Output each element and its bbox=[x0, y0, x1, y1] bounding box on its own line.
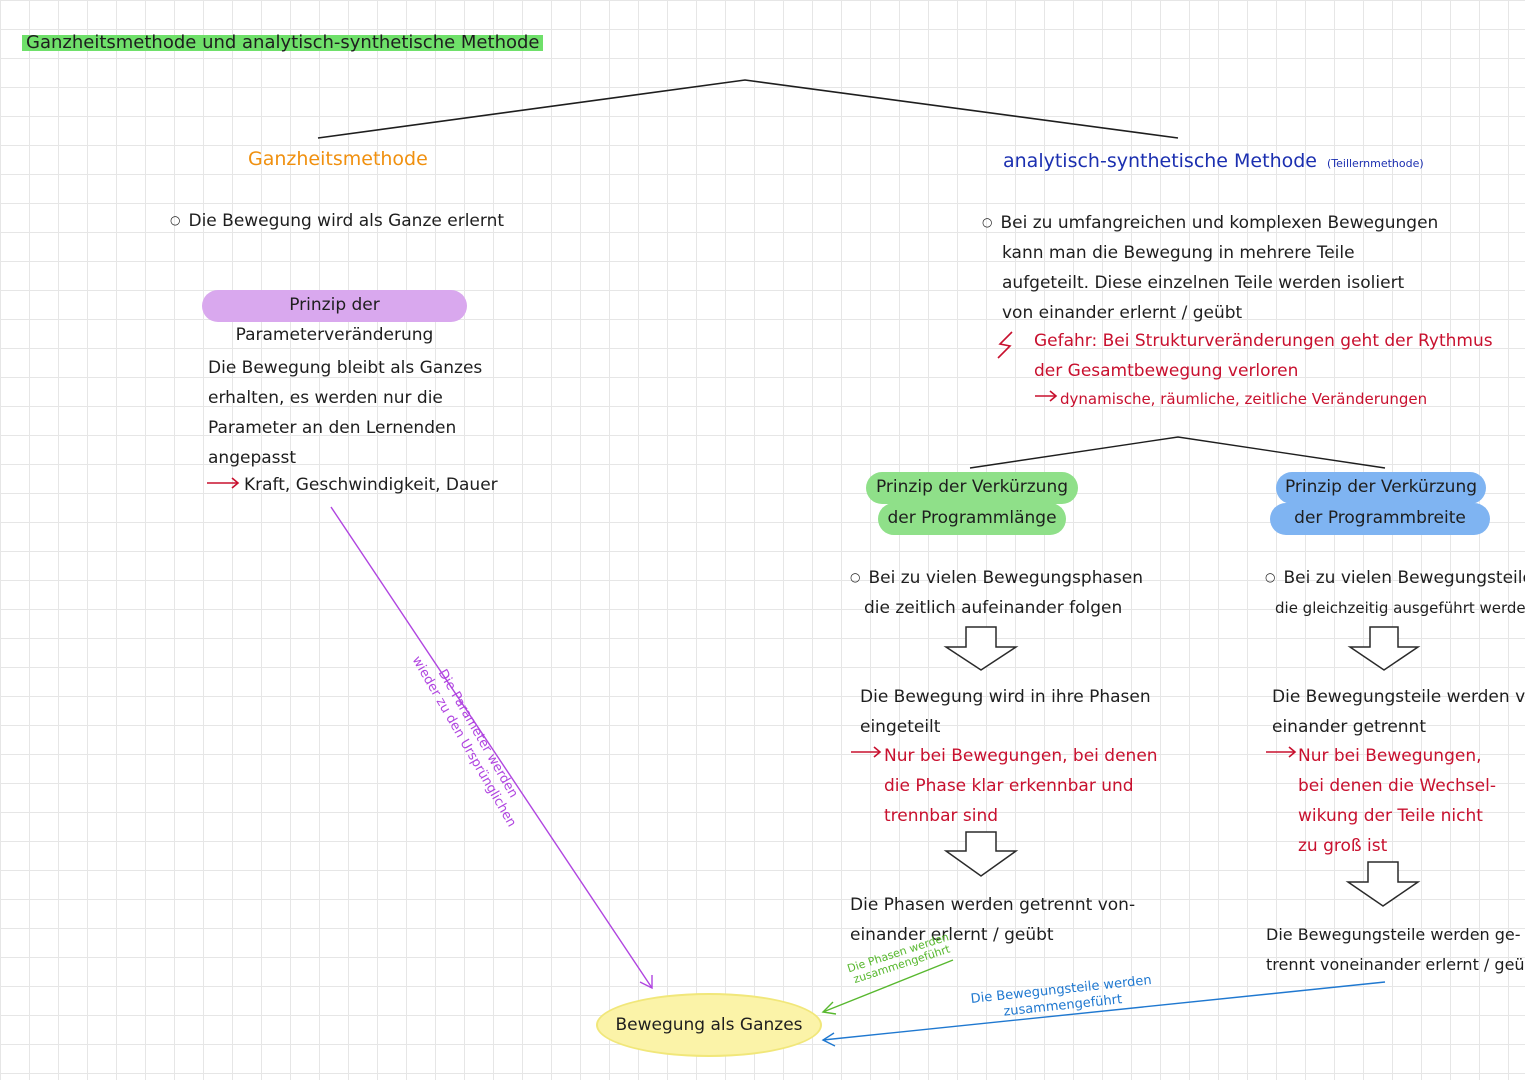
sub-left-step1: Die Bewegung wird in ihre Phasen eingete… bbox=[860, 682, 1151, 742]
sub-left-bullet: Bei zu vielen Bewegungsphasen die zeitli… bbox=[850, 562, 1143, 623]
sub-left-note-line: trennbar sind bbox=[884, 806, 999, 826]
pill-programmlaenge-line2: der Programmlänge bbox=[878, 503, 1066, 535]
sub-right-note-line: Nur bei Bewegungen, bbox=[1298, 746, 1482, 766]
danger-arrow-text: dynamische, räumliche, zeitliche Verände… bbox=[1060, 390, 1428, 408]
sub-left-step2-line: einander erlernt / geübt bbox=[850, 925, 1054, 945]
top-branch-line bbox=[317, 79, 1179, 139]
sub-right-step2-line: trennt voneinander erlernt / geübt bbox=[1266, 955, 1525, 974]
sub-left-note: Nur bei Bewegungen, bei denen die Phase … bbox=[884, 741, 1158, 831]
heading-note: (Teillernmethode) bbox=[1326, 157, 1424, 170]
sub-left-note-line: Nur bei Bewegungen, bei denen bbox=[884, 746, 1158, 766]
sub-right-bullet-line: die gleichzeitig ausgeführt werden bbox=[1275, 599, 1525, 617]
left-desc-line: erhalten, es werden nur die bbox=[208, 388, 443, 408]
page-title: Ganzheitsmethode und analytisch-syntheti… bbox=[22, 30, 544, 56]
pill-programmbreite-line2: der Programmbreite bbox=[1270, 503, 1490, 535]
blue-arrow bbox=[822, 981, 1386, 1041]
pill-programmbreite-line1: Prinzip der Verkürzung bbox=[1276, 472, 1486, 504]
sub-left-step1-line: Die Bewegung wird in ihre Phasen bbox=[860, 687, 1151, 707]
down-arrow-right-1 bbox=[1347, 626, 1421, 671]
pill-parameterveraenderung: Prinzip der Parameterveränderung bbox=[202, 290, 467, 345]
lightning-icon bbox=[997, 331, 1013, 359]
left-description: Die Bewegung bleibt als Ganzes erhalten,… bbox=[208, 353, 482, 473]
left-desc-line: Die Bewegung bleibt als Ganzes bbox=[208, 358, 483, 378]
sub-right-note-line: zu groß ist bbox=[1298, 836, 1388, 856]
left-desc-line: angepasst bbox=[208, 448, 297, 468]
result-ellipse: Bewegung als Ganzes bbox=[596, 993, 822, 1057]
heading-analytisch-synthetisch: analytisch-synthetische Methode (Teillern… bbox=[1003, 146, 1424, 179]
sub-left-note-line: die Phase klar erkennbar und bbox=[884, 776, 1134, 796]
danger-note: Gefahr: Bei Strukturveränderungen geht d… bbox=[1034, 326, 1493, 386]
sub-left-step1-line: eingeteilt bbox=[860, 717, 941, 737]
sub-left-bullet-line: Bei zu vielen Bewegungsphasen bbox=[850, 562, 1143, 593]
heading-ganzheitsmethode: Ganzheitsmethode bbox=[248, 148, 428, 170]
sub-right-note: Nur bei Bewegungen, bei denen die Wechse… bbox=[1298, 741, 1496, 861]
right-bullet-line: kann man die Bewegung in mehrere Teile bbox=[1002, 243, 1355, 263]
sub-right-bullet-line: Bei zu vielen Bewegungsteilen bbox=[1265, 562, 1525, 593]
sub-right-bullet: Bei zu vielen Bewegungsteilen die gleich… bbox=[1265, 562, 1525, 623]
down-arrow-left-2 bbox=[943, 831, 1019, 877]
right-bullet: Bei zu umfangreichen und komplexen Beweg… bbox=[982, 207, 1438, 328]
left-bullet: Die Bewegung wird als Ganze erlernt bbox=[170, 205, 504, 236]
left-desc-line: Parameter an den Lernenden bbox=[208, 418, 457, 438]
right-bullet-line: von einander erlernt / geübt bbox=[1002, 303, 1243, 323]
down-arrow-left-1 bbox=[943, 626, 1019, 671]
sub-right-step2-line: Die Bewegungsteile werden ge- bbox=[1266, 925, 1521, 944]
sub-left-bullet-line: die zeitlich aufeinander folgen bbox=[864, 598, 1123, 618]
sub-left-step2-line: Die Phasen werden getrennt von- bbox=[850, 895, 1136, 915]
right-bullet-line: aufgeteilt. Diese einzelnen Teile werden… bbox=[1002, 273, 1405, 293]
sub-right-step1-line: einander getrennt bbox=[1272, 717, 1426, 737]
danger-line: der Gesamtbewegung verloren bbox=[1034, 361, 1299, 381]
left-arrow-text: Kraft, Geschwindigkeit, Dauer bbox=[244, 475, 498, 495]
sub-right-step2: Die Bewegungsteile werden ge- trennt von… bbox=[1266, 920, 1525, 980]
sub-right-note-line: wikung der Teile nicht bbox=[1298, 806, 1483, 826]
sub-left-step2: Die Phasen werden getrennt von- einander… bbox=[850, 890, 1135, 950]
sub-right-step1: Die Bewegungsteile werden von einander g… bbox=[1272, 682, 1525, 742]
down-arrow-right-2 bbox=[1345, 861, 1421, 907]
heading-main: analytisch-synthetische Methode bbox=[1003, 150, 1317, 172]
danger-line: Gefahr: Bei Strukturveränderungen geht d… bbox=[1034, 331, 1493, 351]
green-arrow bbox=[822, 959, 954, 1013]
sub-right-note-line: bei denen die Wechsel- bbox=[1298, 776, 1496, 796]
sub-branch-line bbox=[969, 436, 1386, 469]
sub-right-step1-line: Die Bewegungsteile werden von bbox=[1272, 687, 1525, 707]
pill-programmlaenge-line1: Prinzip der Verkürzung bbox=[866, 472, 1078, 504]
right-bullet-line: Bei zu umfangreichen und komplexen Beweg… bbox=[982, 207, 1438, 238]
purple-arrow bbox=[330, 506, 653, 989]
